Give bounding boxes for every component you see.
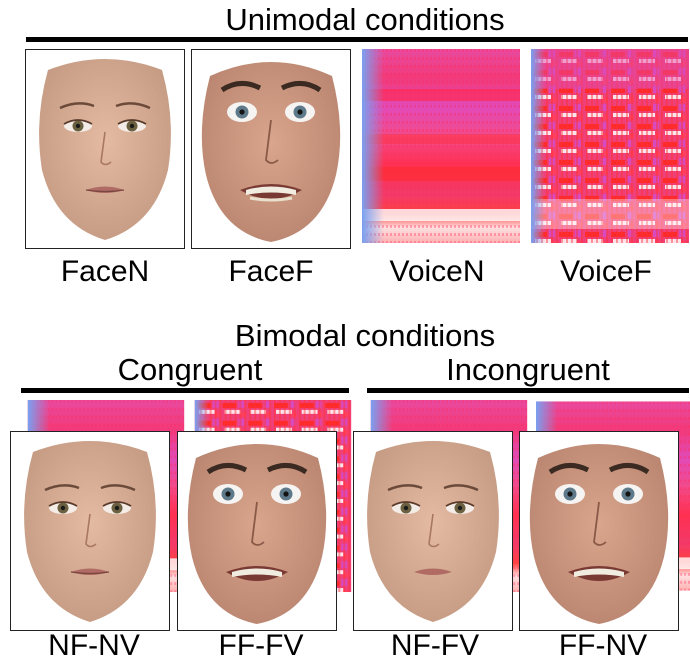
neutral-female-face-icon bbox=[367, 441, 499, 622]
label-facen: FaceN bbox=[60, 255, 150, 288]
unimodal-title: Unimodal conditions bbox=[225, 2, 505, 37]
nf-nv-face-panel bbox=[10, 431, 170, 631]
congruent-rule bbox=[21, 388, 349, 393]
nf-fv-face-panel bbox=[353, 431, 513, 631]
voice-neutral-spectrogram bbox=[362, 49, 520, 243]
voice-fearful-spectrogram bbox=[531, 49, 689, 243]
congruent-title: Congruent bbox=[117, 352, 263, 387]
label-ff-nv: FF-NV bbox=[558, 629, 648, 662]
incongruent-title: Incongruent bbox=[446, 352, 610, 387]
label-ff-fv: FF-FV bbox=[218, 629, 304, 662]
label-facef: FaceF bbox=[228, 255, 314, 288]
incongruent-rule bbox=[367, 388, 689, 393]
bimodal-title: Bimodal conditions bbox=[234, 318, 496, 353]
label-nf-nv: NF-NV bbox=[48, 629, 140, 662]
unimodal-rule bbox=[26, 37, 688, 42]
ff-fv-face-panel bbox=[177, 431, 337, 631]
neutral-voice-spectrogram-icon bbox=[362, 49, 520, 243]
ff-nv-face-panel bbox=[519, 431, 679, 631]
fearful-voice-spectrogram-icon bbox=[531, 49, 689, 243]
neutral-female-face-icon bbox=[39, 59, 171, 240]
fearful-male-face-icon bbox=[187, 444, 327, 624]
fearful-male-face-icon bbox=[529, 444, 669, 624]
face-fearful-panel bbox=[191, 49, 351, 249]
face-neutral-panel bbox=[25, 49, 185, 249]
label-voicef: VoiceF bbox=[560, 255, 652, 288]
fearful-male-face-icon bbox=[201, 62, 341, 242]
neutral-female-face-icon bbox=[24, 441, 156, 622]
label-voicen: VoiceN bbox=[389, 255, 485, 288]
label-nf-fv: NF-FV bbox=[390, 629, 480, 662]
